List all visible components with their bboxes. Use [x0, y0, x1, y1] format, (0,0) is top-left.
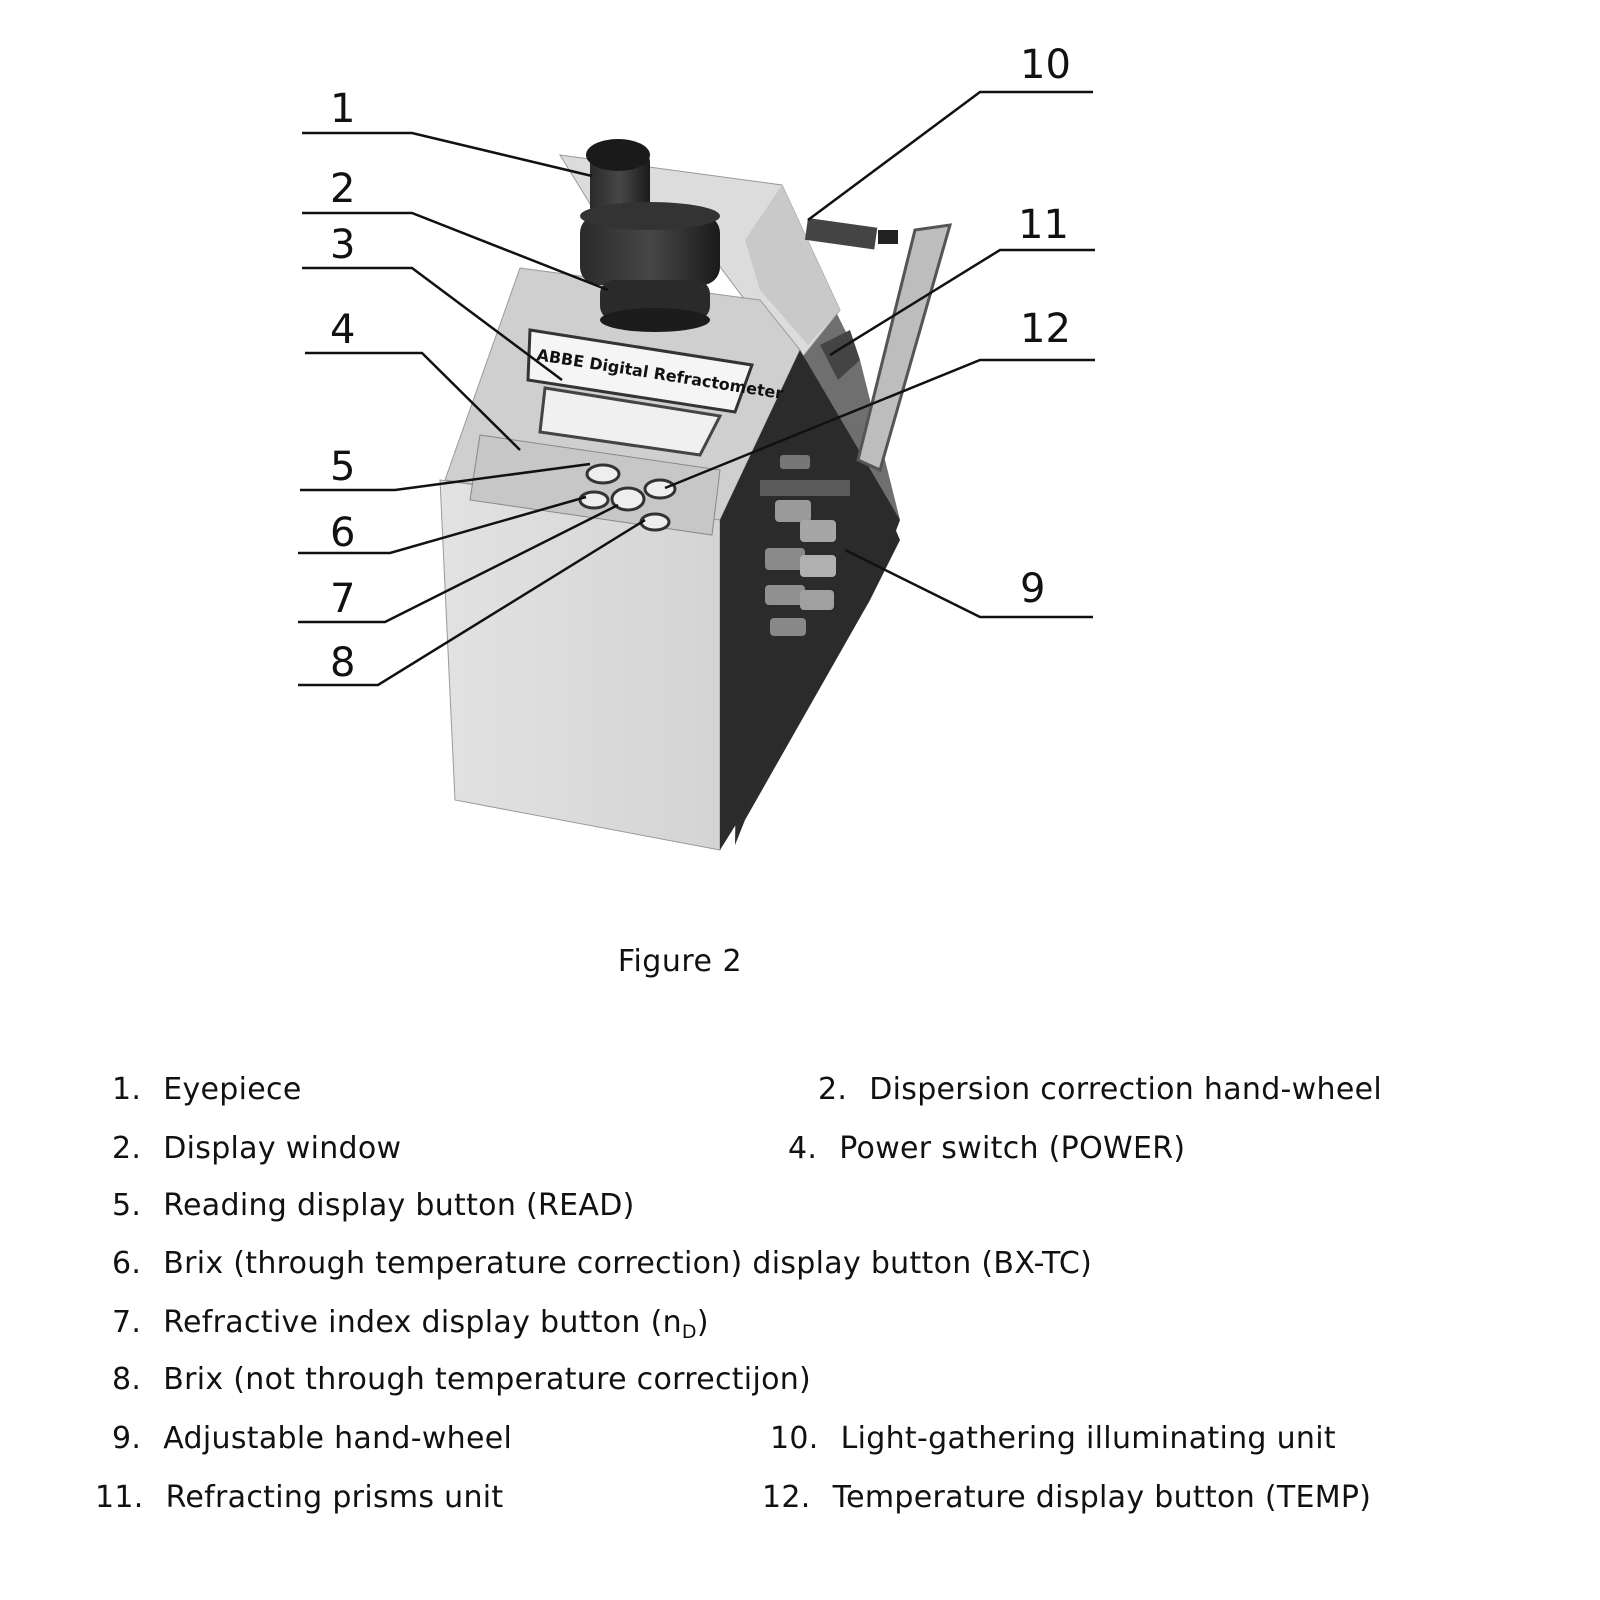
legend-text: Brix (through temperature correction) di… [163, 1246, 1093, 1281]
legend-number: 2. [112, 1131, 142, 1166]
legend-item-5: 5. Reading display button (READ) [112, 1188, 635, 1223]
legend-number: 5. [112, 1188, 142, 1223]
legend-item-10: 10. Light-gathering illuminating unit [770, 1421, 1336, 1456]
figure-caption: Figure 2 [617, 944, 743, 979]
temp-button [643, 478, 677, 500]
callout-4: 4 [330, 307, 355, 353]
legend-item-3: 2. Display window [112, 1131, 401, 1166]
legend-text: Brix (not through temperature correctijo… [163, 1362, 812, 1397]
legend-text: Power switch (POWER) [839, 1131, 1186, 1166]
read-button [585, 463, 621, 485]
refractometer-diagram: ABBE Digital Refractometer 1 2 3 4 5 6 [298, 42, 1095, 851]
legend-number: 8. [112, 1362, 142, 1397]
callout-11: 11 [1018, 202, 1069, 248]
legend-item-1: 1. Eyepiece [112, 1072, 302, 1107]
callout-8: 8 [330, 640, 355, 686]
bx-tc-button [578, 490, 610, 510]
legend-number: 2. [818, 1072, 848, 1107]
legend-text: Temperature display button (TEMP) [832, 1480, 1372, 1515]
legend-item-7: 7. Refractive index display button (nD) [112, 1305, 709, 1343]
legend-text: Adjustable hand-wheel [163, 1421, 513, 1456]
legend-text-wrap: Refractive index display button (nD) [163, 1305, 709, 1343]
eyepiece [580, 139, 720, 332]
legend-suffix: ) [696, 1305, 709, 1340]
legend-number: 7. [112, 1305, 142, 1340]
illuminating-unit [804, 217, 953, 473]
callout-9: 9 [1020, 566, 1045, 612]
callout-6: 6 [330, 510, 355, 556]
legend-item-12: 12. Temperature display button (TEMP) [762, 1480, 1371, 1515]
legend-text: Dispersion correction hand-wheel [869, 1072, 1382, 1107]
leader-lines [298, 90, 1095, 687]
legend-number: 6. [112, 1246, 142, 1281]
legend-number: 11. [95, 1480, 144, 1515]
brix-button [639, 512, 671, 532]
legend-text: Display window [163, 1131, 402, 1166]
callout-3: 3 [330, 222, 355, 268]
display-window: ABBE Digital Refractometer [526, 328, 785, 457]
callout-10: 10 [1020, 42, 1071, 88]
legend-item-6: 6. Brix (through temperature correction) … [112, 1246, 1092, 1281]
legend-item-11: 11. Refracting prisms unit [95, 1480, 504, 1515]
legend-number: 1. [112, 1072, 142, 1107]
legend-text: Refractive index display button (n [163, 1305, 682, 1340]
legend-item-2: 2. Dispersion correction hand-wheel [818, 1072, 1382, 1107]
callout-5: 5 [330, 444, 355, 490]
legend-item-8: 8. Brix (not through temperature correcti… [112, 1362, 811, 1397]
control-buttons [578, 463, 677, 532]
legend-text: Eyepiece [163, 1072, 302, 1107]
callout-1: 1 [330, 86, 355, 132]
legend-text: Reading display button (READ) [163, 1188, 635, 1223]
legend-number: 12. [762, 1480, 811, 1515]
adjustable-hand-wheel [760, 455, 850, 636]
callout-12: 12 [1020, 306, 1071, 352]
legend-subscript: D [681, 1321, 697, 1343]
legend-item-9: 9. Adjustable hand-wheel [112, 1421, 512, 1456]
legend-number: 10. [770, 1421, 819, 1456]
legend-item-4: 4. Power switch (POWER) [788, 1131, 1185, 1166]
legend-number: 9. [112, 1421, 142, 1456]
nd-button [610, 486, 646, 512]
legend-text: Light-gathering illuminating unit [840, 1421, 1336, 1456]
callout-2: 2 [330, 166, 355, 212]
callout-7: 7 [330, 576, 355, 622]
legend-number: 4. [788, 1131, 818, 1166]
instrument-body: ABBE Digital Refractometer [439, 139, 953, 851]
legend-text: Refracting prisms unit [165, 1480, 504, 1515]
